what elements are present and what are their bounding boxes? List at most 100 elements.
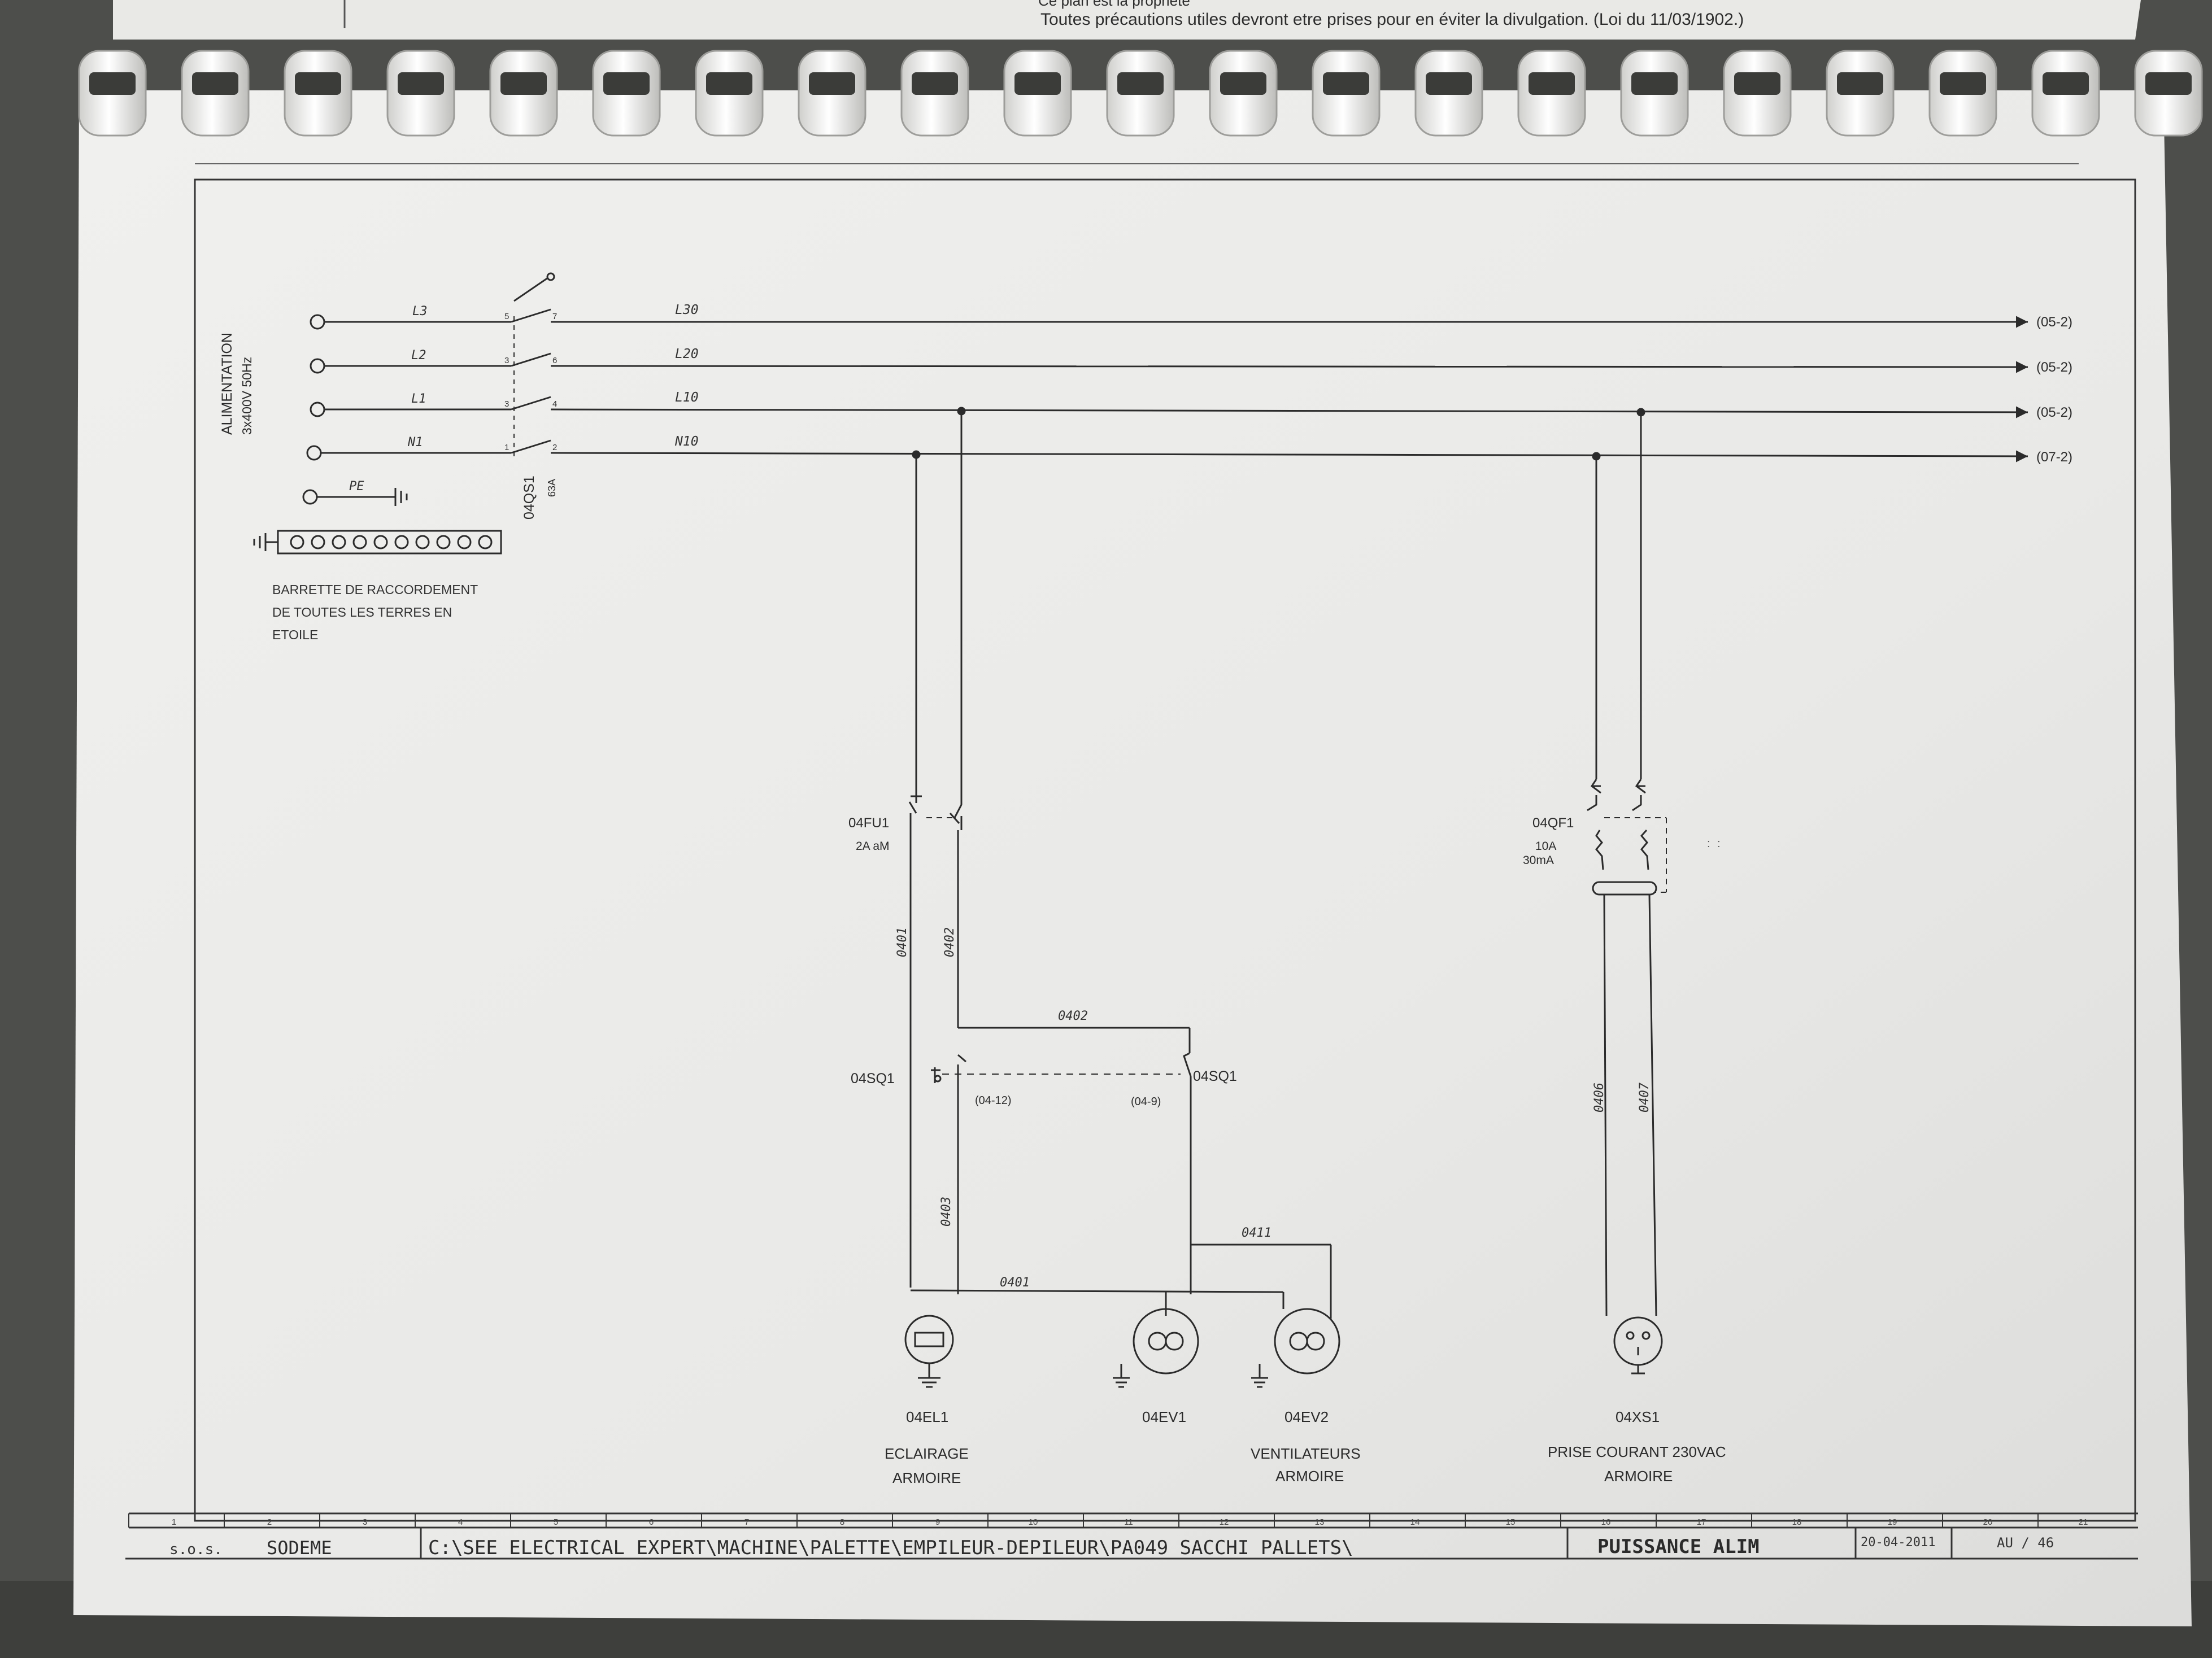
load-tag-04xs1: 04XS1 xyxy=(1616,1408,1660,1425)
earth-bar-label-2: DE TOUTES LES TERRES EN xyxy=(272,605,452,619)
switch-pin-1: 1 xyxy=(504,443,509,452)
column-number: 10 xyxy=(1029,1517,1038,1527)
load-tag-04el1: 04EL1 xyxy=(906,1408,948,1425)
sheet-date: 20-04-2011 xyxy=(1861,1535,1935,1550)
switch-pin-3a: 3 xyxy=(504,356,509,365)
column-number: 1 xyxy=(172,1517,176,1527)
binding-ring xyxy=(1517,50,1586,137)
door-switch-tag-left: 04SQ1 xyxy=(851,1071,895,1087)
fan-icon-04ev1 xyxy=(1113,1308,1199,1388)
wire-0401-vertical: 0401 xyxy=(895,927,909,957)
main-switch-04qs1 xyxy=(511,272,555,459)
door-switch-tag-right: 04SQ1 xyxy=(1193,1068,1237,1084)
ref-l30: (05-2) xyxy=(2036,315,2072,330)
load-tag-04ev1: 04EV1 xyxy=(1142,1408,1186,1425)
wire-0402-vertical: 0402 xyxy=(943,927,957,957)
ref-n10: (07-2) xyxy=(2036,450,2072,465)
load-label-armoire-3: ARMOIRE xyxy=(1604,1468,1673,1485)
fuse-rating: 2A aM xyxy=(856,840,890,853)
breaker-rating-2: 30mA xyxy=(1523,854,1554,867)
wire-0401-horizontal: 0401 xyxy=(1000,1276,1030,1290)
column-number: 14 xyxy=(1410,1517,1420,1527)
label-n10: N10 xyxy=(674,434,699,449)
wire-0402-horizontal: 0402 xyxy=(1058,1009,1088,1023)
load-label-armoire-2: ARMOIRE xyxy=(1275,1468,1344,1485)
binding-ring xyxy=(900,50,969,137)
binding-ring xyxy=(1620,50,1689,137)
faint-mark-2: : xyxy=(1717,837,1721,850)
column-number: 4 xyxy=(458,1517,463,1527)
earth-bar-hole xyxy=(415,535,430,549)
label-l2: L2 xyxy=(411,348,426,363)
switch-tag: 04QS1 xyxy=(521,475,537,520)
column-number: 12 xyxy=(1220,1517,1229,1527)
bus-l10 xyxy=(550,406,2028,418)
column-number: 19 xyxy=(1888,1517,1897,1527)
switch-rating: 63A xyxy=(546,479,558,497)
binding-ring xyxy=(1414,50,1483,137)
binding-ring xyxy=(1209,50,1278,137)
column-number: 16 xyxy=(1601,1517,1611,1527)
switch-pin-6: 6 xyxy=(552,356,557,365)
switch-pin-5: 5 xyxy=(504,312,509,321)
switch-pin-2: 2 xyxy=(552,443,557,452)
label-l20: L20 xyxy=(675,347,699,361)
column-number: 15 xyxy=(1506,1517,1516,1527)
breaker-tag: 04QF1 xyxy=(1532,815,1574,831)
column-number: 6 xyxy=(649,1517,654,1527)
load-label-prise: PRISE COURANT 230VAC xyxy=(1548,1443,1726,1460)
cover-page xyxy=(113,0,2141,40)
label-l10: L10 xyxy=(675,390,699,405)
column-number: 20 xyxy=(1983,1517,1993,1527)
column-number: 21 xyxy=(2079,1517,2088,1527)
earth-bar-hole xyxy=(457,535,472,549)
column-number: 18 xyxy=(1792,1517,1802,1527)
title-block xyxy=(125,1512,2138,1560)
binding-ring xyxy=(1826,50,1895,137)
earth-bar-hole xyxy=(290,535,304,549)
company-name: SODEME xyxy=(267,1537,332,1559)
load-tag-04ev2: 04EV2 xyxy=(1284,1408,1329,1425)
column-number: 17 xyxy=(1697,1517,1706,1527)
wire-0406: 0406 xyxy=(1592,1083,1606,1112)
door-switch-ref-a: (04-12) xyxy=(975,1094,1011,1107)
fan-icon-04ev2 xyxy=(1251,1308,1340,1388)
bus-l20 xyxy=(550,361,2028,373)
column-number: 11 xyxy=(1124,1517,1133,1527)
column-number: 7 xyxy=(744,1517,749,1527)
earth-bar xyxy=(253,530,502,555)
drawing-frame xyxy=(194,178,2136,1522)
binding-ring xyxy=(1928,50,1997,137)
socket-circuit xyxy=(1587,408,1667,1375)
earth-bar-hole xyxy=(394,535,409,549)
binding-ring xyxy=(284,50,352,137)
column-number: 3 xyxy=(363,1517,367,1527)
bus-n10 xyxy=(550,450,2028,463)
binding-ring xyxy=(2134,50,2203,137)
label-n1: N1 xyxy=(407,435,423,450)
fuse-tag: 04FU1 xyxy=(848,815,889,831)
ref-l10: (05-2) xyxy=(2036,405,2072,420)
cover-fragment: Ce plan est la propriété xyxy=(1038,0,1190,9)
binding-ring xyxy=(2031,50,2100,137)
switch-pin-7: 7 xyxy=(552,312,557,321)
earth-bar-label-3: ETOILE xyxy=(272,627,318,642)
column-number: 8 xyxy=(840,1517,844,1527)
breaker-rating-1: 10A xyxy=(1535,840,1556,853)
load-label-ventilateurs: VENTILATEURS xyxy=(1251,1445,1361,1462)
page-fragment: AU / 46 xyxy=(1997,1535,2054,1551)
column-number: 13 xyxy=(1315,1517,1325,1527)
file-path: C:\SEE ELECTRICAL EXPERT\MACHINE\PALETTE… xyxy=(428,1537,1353,1559)
label-l3: L3 xyxy=(412,304,428,318)
earth-bar-hole xyxy=(373,535,388,549)
earth-bar-hole xyxy=(311,535,325,549)
supply-spec: 3x400V 50Hz xyxy=(240,357,254,435)
wire-0407: 0407 xyxy=(1638,1082,1652,1112)
column-number: 5 xyxy=(554,1517,558,1527)
column-number: 9 xyxy=(935,1517,940,1527)
confidentiality-notice: Toutes précautions utiles devront etre p… xyxy=(1040,10,1744,29)
company-prefix: s.o.s. xyxy=(169,1541,223,1558)
binding-ring xyxy=(1312,50,1381,137)
wire-0411: 0411 xyxy=(1242,1226,1272,1240)
column-number: 2 xyxy=(267,1517,272,1527)
